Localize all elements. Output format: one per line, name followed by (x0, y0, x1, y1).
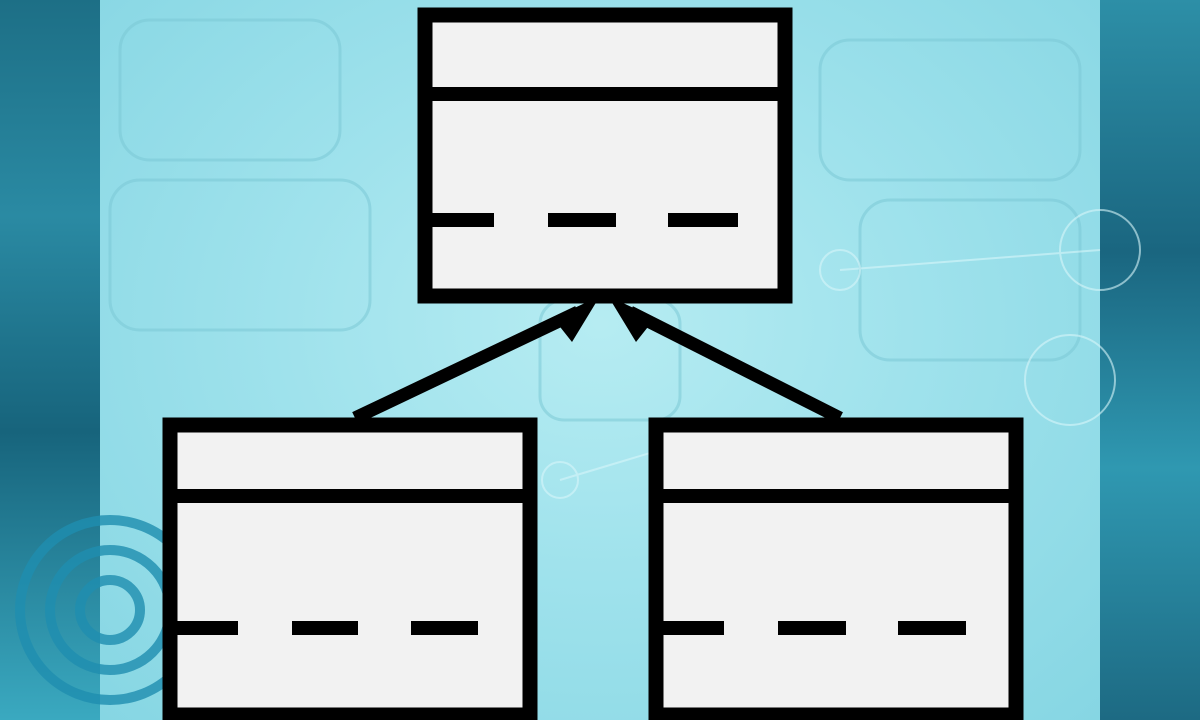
bg-node (1024, 334, 1116, 426)
bg-key (108, 178, 372, 332)
bg-key (818, 38, 1082, 182)
bg-node (819, 249, 861, 291)
child-class-left-box (162, 417, 538, 720)
edge-left-to-parent (352, 306, 581, 424)
inheritance-edges (352, 296, 843, 424)
ring (45, 545, 175, 675)
background-keys (108, 18, 1082, 422)
class-frame (648, 417, 1024, 720)
class-frame (162, 417, 538, 720)
bg-link (839, 249, 1101, 271)
right-photo-strip (1100, 0, 1200, 720)
bg-key (858, 198, 1082, 362)
bg-node (1059, 209, 1141, 291)
bg-key (118, 18, 342, 162)
arrowhead-left-icon (553, 296, 600, 342)
edge-right-to-parent (627, 306, 843, 424)
class-frame (417, 7, 793, 304)
parent-class-box (417, 7, 793, 304)
arrowhead-right-icon (608, 296, 655, 342)
child-class-right-box (648, 417, 1024, 720)
bg-node (541, 461, 579, 499)
ring (75, 575, 145, 645)
